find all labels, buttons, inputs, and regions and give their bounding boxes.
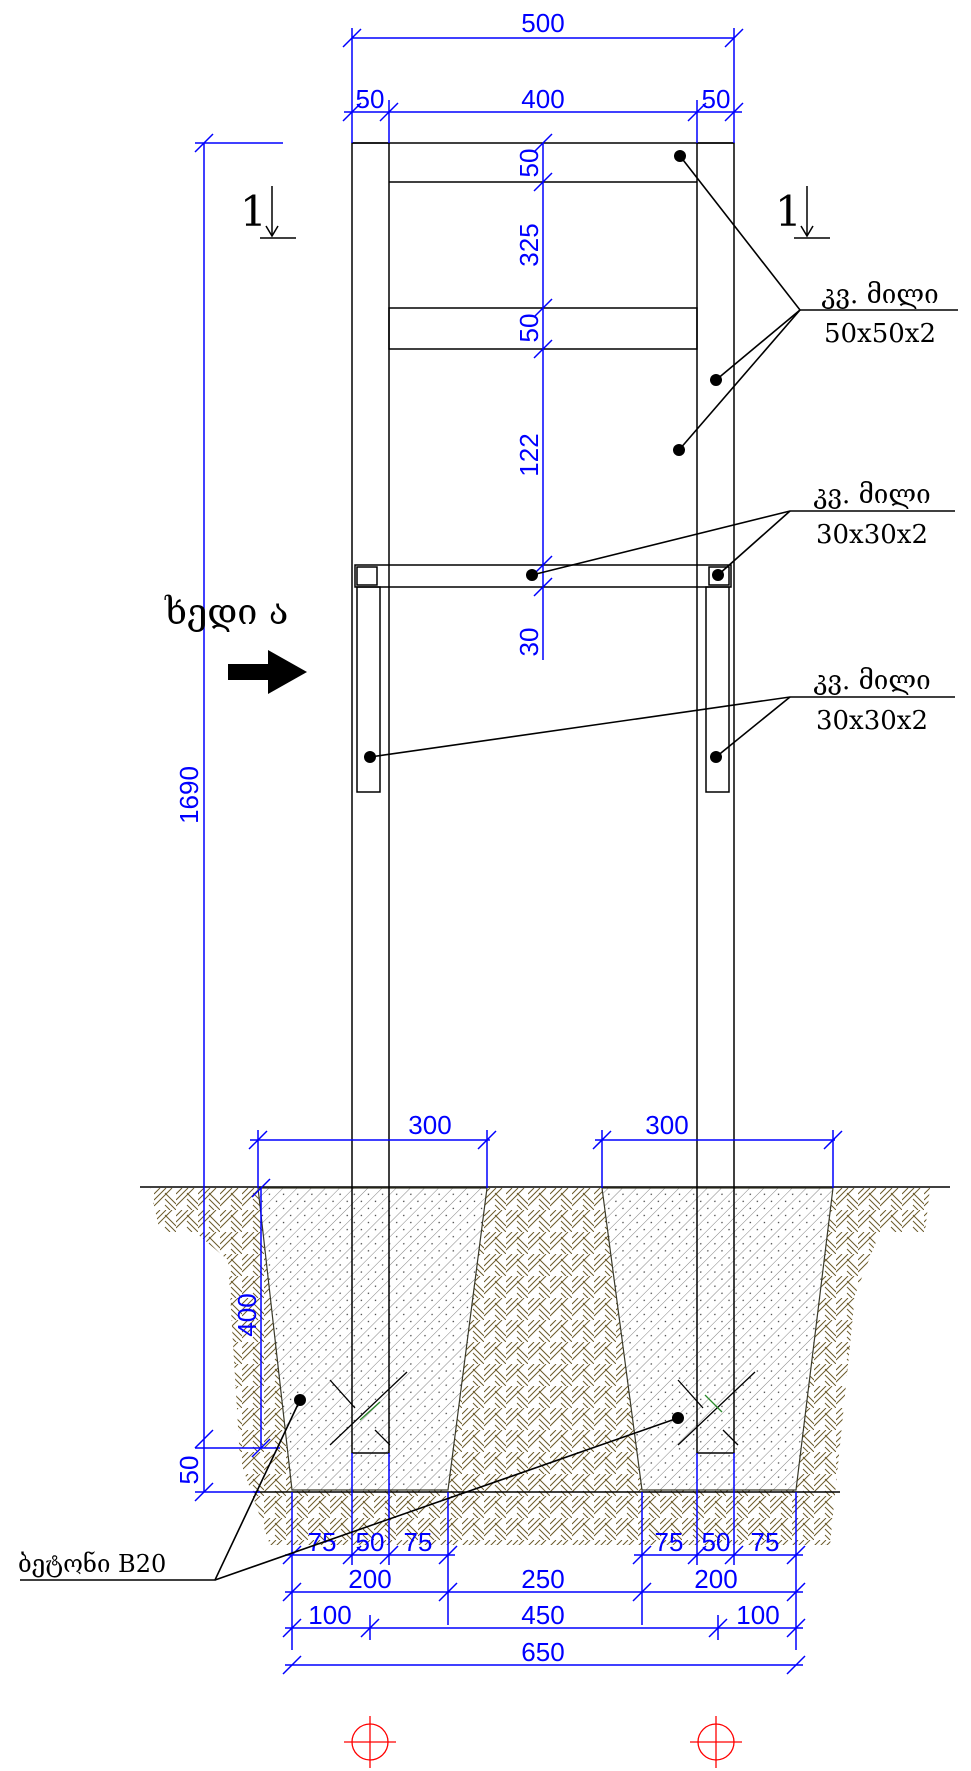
- axis-marker-right-icon: [690, 1716, 742, 1768]
- dim-gap-upper: 325: [514, 223, 544, 266]
- pipe-low-size: 30x30x2: [816, 706, 928, 736]
- dim-middle-250: 250: [521, 1564, 564, 1594]
- axis-marker-left-icon: [344, 1716, 396, 1768]
- section-mark-left-label: 1: [240, 187, 267, 236]
- footing-right: [601, 1187, 834, 1491]
- dimension-labels: 500 50 400 50 50 325 50 122 30 1690 400 …: [174, 8, 780, 1667]
- dim-right-50: 50: [702, 1527, 731, 1557]
- anchors: [329, 1371, 756, 1446]
- footing-left: [257, 1187, 488, 1491]
- dim-footing-left-top: 300: [408, 1110, 451, 1140]
- pipe-mid-title: კვ. მილი: [813, 480, 930, 510]
- dim-top-total: 500: [521, 8, 564, 38]
- dim-top-left-flange: 50: [356, 84, 385, 114]
- steel-frame: [351, 142, 735, 1454]
- view-arrow-icon: [228, 650, 307, 694]
- dim-footing-depth: 400: [232, 1293, 262, 1336]
- section-mark-right: 1: [775, 186, 830, 239]
- left-brace: [356, 586, 381, 793]
- dim-right-200: 200: [694, 1564, 737, 1594]
- pipe-low-title: კვ. მილი: [813, 666, 930, 696]
- dim-left-75b: 75: [404, 1527, 433, 1557]
- dim-middle-450: 450: [521, 1600, 564, 1630]
- dim-footing-bottom: 50: [174, 1456, 204, 1485]
- dim-right-75a: 75: [655, 1527, 684, 1557]
- callout-labels: კვ. მილი 50x50x2 კვ. მილი 30x30x2 კვ. მი…: [18, 280, 939, 1578]
- dim-top-right-flange: 50: [702, 84, 731, 114]
- dim-right-75b: 75: [751, 1527, 780, 1557]
- pipe-top-size: 50x50x2: [824, 319, 936, 349]
- dimension-lines: [194, 28, 843, 1675]
- dim-top-inner: 400: [521, 84, 564, 114]
- dim-footing-right-top: 300: [645, 1110, 688, 1140]
- section-mark-left: 1: [240, 186, 296, 239]
- dim-right-100: 100: [736, 1600, 779, 1630]
- dim-gap-lower: 122: [514, 433, 544, 476]
- ground: [140, 1186, 950, 1545]
- dim-left-200: 200: [348, 1564, 391, 1594]
- dim-left-50: 50: [356, 1527, 385, 1557]
- pipe-mid-size: 30x30x2: [816, 520, 928, 550]
- dim-left-100: 100: [308, 1600, 351, 1630]
- side-view-label: ხედი ა: [164, 592, 288, 633]
- leaders: [20, 150, 958, 1581]
- dim-beam-bottom: 30: [514, 628, 544, 657]
- right-brace: [705, 586, 730, 793]
- dim-total-650: 650: [521, 1637, 564, 1667]
- concrete-label: ბეტონი B20: [18, 1550, 166, 1578]
- dim-beam-top: 50: [514, 149, 544, 178]
- section-mark-right-label: 1: [775, 187, 802, 236]
- dim-beam-middle: 50: [514, 314, 544, 343]
- dim-overall-height: 1690: [174, 766, 204, 824]
- pipe-top-title: კვ. მილი: [821, 280, 938, 310]
